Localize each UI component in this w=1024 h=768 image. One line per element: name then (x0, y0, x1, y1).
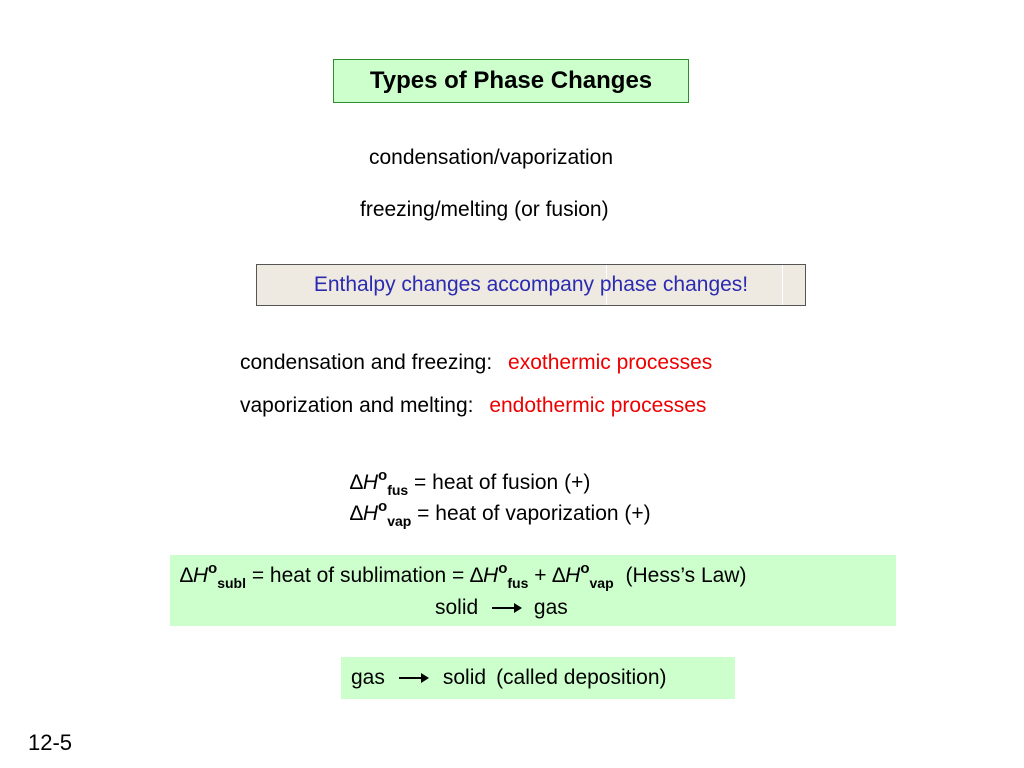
endothermic-value: endothermic processes (489, 394, 707, 417)
deposition-from-state: gas (351, 666, 385, 689)
delta-symbol: ∆ (350, 502, 363, 525)
right-arrow-icon (492, 603, 523, 614)
sublimation-definition-text: = heat of sublimation = (251, 564, 465, 587)
sublimation-subscript: subl (217, 575, 246, 591)
heat-of-vaporization-definition: ∆Hovap = heat of vaporization (+) (350, 498, 651, 529)
phase-pair-condensation-vaporization: condensation/vaporization (369, 146, 614, 169)
heat-of-fusion-definition: ∆Hofus = heat of fusion (+) (350, 467, 591, 498)
hess-law-box: ∆Hosubl = heat of sublimation = ∆Hofus +… (170, 555, 896, 626)
box-divider (606, 265, 607, 305)
phase-pair-freezing-melting: freezing/melting (or fusion) (360, 198, 609, 221)
standard-state-symbol: o (580, 560, 590, 577)
slide-title: Types of Phase Changes (333, 59, 689, 103)
enthalpy-note-text: Enthalpy changes accompany phase changes… (313, 273, 749, 296)
fusion-subscript: fus (507, 575, 529, 591)
exothermic-value: exothermic processes (508, 351, 713, 374)
exothermic-label: condensation and freezing: (240, 351, 493, 374)
deposition-note: (called deposition) (496, 666, 667, 689)
vaporization-definition-text: = heat of vaporization (+) (417, 502, 651, 525)
sublimation-process: solid gas (435, 596, 568, 620)
standard-state-symbol: o (378, 498, 388, 515)
enthalpy-symbol: H (362, 502, 379, 525)
vaporization-subscript: vap (589, 575, 614, 591)
delta-symbol: ∆ (552, 564, 566, 587)
enthalpy-note-box: Enthalpy changes accompany phase changes… (256, 264, 806, 306)
slide-title-text: Types of Phase Changes (369, 67, 653, 94)
endothermic-label: vaporization and melting: (240, 394, 474, 417)
standard-state-symbol: o (378, 467, 388, 484)
standard-state-symbol: o (498, 560, 508, 577)
box-divider (782, 265, 783, 305)
deposition-to-state: solid (442, 666, 487, 689)
fusion-subscript: fus (387, 482, 409, 498)
sublimation-equation: ∆Hosubl = heat of sublimation = ∆Hofus +… (180, 560, 747, 591)
enthalpy-symbol: H (483, 564, 499, 587)
fusion-definition-text: = heat of fusion (+) (414, 471, 591, 494)
plus-sign: + (534, 564, 547, 587)
slide-number: 12-5 (28, 730, 73, 755)
endothermic-line: vaporization and melting: endothermic pr… (240, 394, 706, 418)
enthalpy-symbol: H (565, 564, 581, 587)
hess-law-label: (Hess’s Law) (625, 564, 747, 587)
vaporization-subscript: vap (387, 513, 412, 529)
delta-symbol: ∆ (180, 564, 193, 587)
delta-symbol: ∆ (350, 471, 363, 494)
deposition-box: gas solid (called deposition) (341, 657, 735, 699)
delta-symbol: ∆ (470, 564, 484, 587)
right-arrow-icon (398, 673, 429, 683)
enthalpy-symbol: H (362, 471, 379, 494)
enthalpy-symbol: H (192, 564, 209, 587)
standard-state-symbol: o (208, 560, 218, 577)
exothermic-line: condensation and freezing: exothermic pr… (240, 351, 712, 375)
sublimation-from-state: solid (435, 596, 479, 619)
sublimation-to-state: gas (533, 596, 568, 619)
